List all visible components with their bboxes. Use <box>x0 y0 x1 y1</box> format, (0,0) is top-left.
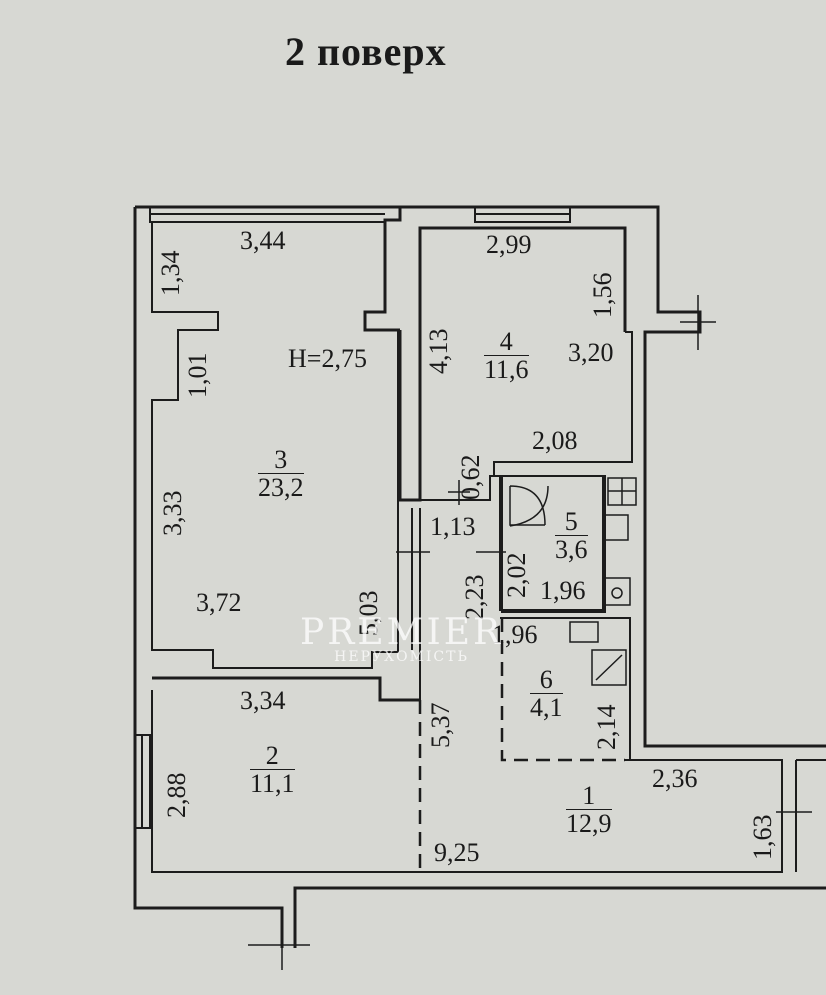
dim-1-63: 1,63 <box>748 814 777 861</box>
plan-title: 2 поверх <box>285 29 447 74</box>
door-swing-room5 <box>509 485 546 526</box>
outer-wall-bottom <box>293 886 826 948</box>
room-2-label: 2 11,1 <box>250 742 295 798</box>
dim-3-72: 3,72 <box>196 588 242 617</box>
dim-5-37: 5,37 <box>426 702 455 749</box>
outer-wall-left <box>133 207 284 948</box>
wall-3-2 <box>152 676 420 702</box>
room2-outline <box>151 690 420 873</box>
window-room3 <box>149 207 385 223</box>
room-area: 11,6 <box>484 355 529 385</box>
wall-3-4 <box>398 226 627 502</box>
room-4-label: 4 11,6 <box>484 328 529 384</box>
room-number: 4 <box>484 328 529 357</box>
grid-fixture <box>607 477 637 506</box>
dim-1-96-room5: 1,96 <box>540 576 586 605</box>
wall-4-corridor <box>415 475 606 613</box>
room-area: 4,1 <box>530 693 563 723</box>
room-3-label: 3 23,2 <box>258 446 304 502</box>
corridor-wall <box>411 508 421 700</box>
room-number: 6 <box>530 666 563 695</box>
room-1-label: 1 12,9 <box>566 782 612 838</box>
premier-watermark: PREMIER НЕРУХОМІСТЬ <box>300 612 503 665</box>
dim-4-13: 4,13 <box>424 328 453 375</box>
room1-outline <box>420 759 783 873</box>
watermark-brand: PREMIER <box>300 612 504 653</box>
room-number: 3 <box>258 446 304 475</box>
room6-dashed-boundary <box>500 618 625 762</box>
height-label: H=2,75 <box>288 344 367 373</box>
dim-2-08: 2,08 <box>532 426 578 455</box>
room-6-label: 6 4,1 <box>530 666 563 722</box>
dim-3-33: 3,33 <box>158 490 187 537</box>
window-room4 <box>474 207 571 223</box>
room5-outline <box>499 475 604 611</box>
dim-2-36: 2,36 <box>652 764 698 793</box>
dim-2-88: 2,88 <box>162 772 191 819</box>
room-area: 12,9 <box>566 809 612 839</box>
bathroom-door-arc <box>509 485 549 527</box>
wall-right-lower <box>795 759 826 872</box>
room-number: 1 <box>566 782 612 811</box>
dim-3-20: 3,20 <box>568 338 614 367</box>
room-area: 23,2 <box>258 473 304 503</box>
room6-outline <box>500 617 631 761</box>
fixture-toilet-bowl <box>611 587 623 599</box>
fixture-washer-6 <box>569 621 599 643</box>
dim-0-62: 0,62 <box>456 454 485 501</box>
dim-1-96-room6: 1,96 <box>492 620 538 649</box>
room-5-label: 5 3,6 <box>555 508 588 564</box>
dim-3-34: 3,34 <box>240 686 286 715</box>
dim-3-44: 3,44 <box>240 226 286 255</box>
fixture-toilet-5 <box>603 577 631 606</box>
dim-1-56: 1,56 <box>588 272 617 319</box>
room-area: 11,1 <box>250 769 295 799</box>
room4-outline <box>493 331 633 476</box>
room-number: 2 <box>250 742 295 771</box>
dim-2-02: 2,02 <box>502 552 531 599</box>
fixture-sink-5 <box>603 514 629 541</box>
dim-1-34: 1,34 <box>156 250 185 297</box>
watermark-sub: НЕРУХОМІСТЬ <box>334 649 469 665</box>
window-room2 <box>135 734 151 829</box>
dim-2-99: 2,99 <box>486 230 532 259</box>
room-number: 5 <box>555 508 588 537</box>
dim-2-14: 2,14 <box>592 704 621 751</box>
room3-outline <box>151 222 399 669</box>
outer-wall-top-left <box>135 205 402 332</box>
dim-1-01: 1,01 <box>183 352 212 399</box>
tick-marks <box>248 295 812 970</box>
dim-1-13: 1,13 <box>430 512 476 541</box>
fixture-boiler-6 <box>591 649 627 686</box>
dim-9-25: 9,25 <box>434 838 480 867</box>
room-area: 3,6 <box>555 535 588 565</box>
